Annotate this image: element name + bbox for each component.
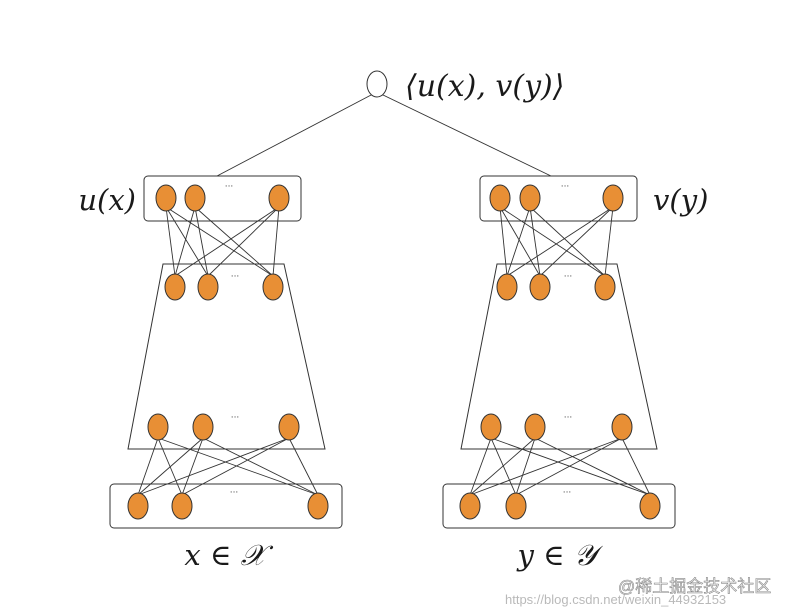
edge-right-bot-0-inp-1 [490, 437, 517, 496]
edge-left-bot-0-inp-2 [157, 437, 319, 496]
edge-right-bot-1-inp-0 [469, 437, 536, 496]
edge-left-emb-2-top-0 [174, 206, 280, 277]
edge-left-bot-1-inp-0 [137, 437, 204, 496]
left-embedding-node [268, 184, 290, 212]
left-tower [109, 175, 343, 529]
left-input-node [127, 492, 149, 520]
edge-left-emb-2-top-1 [207, 206, 280, 277]
edge-right-bot-1-inp-2 [534, 437, 651, 496]
watermark-site: @稀土掘金技术社区 [618, 577, 771, 596]
edge-output-to-right-embedding [380, 93, 552, 177]
left-bottom-hidden-node [278, 413, 300, 441]
ellipsis-right-input: ··· [563, 488, 572, 498]
watermark-url: https://blog.csdn.net/weixin_44932153 [505, 592, 726, 607]
edge-left-bot-2-inp-0 [137, 437, 290, 496]
left-input-label: x ∈ 𝒳 [184, 538, 273, 572]
right-embedding-label: v(y) [653, 183, 708, 217]
right-top-hidden-node [529, 273, 551, 301]
right-top-hidden-node [594, 273, 616, 301]
edge-right-bot-0-inp-2 [490, 437, 651, 496]
edge-left-bot-1-inp-1 [181, 437, 204, 496]
left-top-hidden-node [262, 273, 284, 301]
edge-right-emb-1-top-1 [529, 206, 541, 277]
edge-right-bot-2-inp-1 [515, 437, 623, 496]
right-embedding-node [519, 184, 541, 212]
right-bottom-hidden-node [480, 413, 502, 441]
edge-left-emb-0-top-2 [165, 206, 274, 277]
right-input-box [442, 483, 676, 529]
ellipsis-left-bottom-hidden: ··· [231, 413, 240, 423]
edge-right-emb-0-top-2 [499, 206, 606, 277]
left-input-node [171, 492, 193, 520]
ellipsis-left-top-hidden: ··· [231, 272, 240, 282]
left-input-node [307, 492, 329, 520]
edge-left-emb-1-top-0 [174, 206, 196, 277]
ellipsis-right-bottom-hidden: ··· [564, 413, 573, 423]
right-input-node [459, 492, 481, 520]
right-bottom-hidden-node [611, 413, 633, 441]
right-tower-trapezoid [460, 263, 658, 450]
edge-right-emb-2-top-2 [604, 206, 614, 277]
edge-output-to-left-embedding [216, 93, 374, 177]
edge-left-bot-0-inp-0 [137, 437, 159, 496]
left-embedding-node [184, 184, 206, 212]
right-top-hidden-node [496, 273, 518, 301]
edge-right-emb-2-top-1 [539, 206, 614, 277]
edge-left-emb-1-top-2 [194, 206, 274, 277]
output-node [366, 70, 388, 98]
ellipsis-left-embedding: ··· [225, 182, 234, 192]
left-input-box [109, 483, 343, 529]
left-embedding-box [143, 175, 302, 222]
right-embedding-node [602, 184, 624, 212]
ellipsis-right-embedding: ··· [561, 182, 570, 192]
ellipsis-markers: ··· ··· ··· ··· ··· ··· ··· ··· [225, 182, 573, 498]
right-embedding-box [479, 175, 638, 222]
edge-right-bot-2-inp-0 [469, 437, 623, 496]
right-bottom-hidden-node [524, 413, 546, 441]
left-top-hidden-node [164, 273, 186, 301]
ellipsis-right-top-hidden: ··· [564, 272, 573, 282]
right-tower [442, 175, 676, 529]
left-bottom-hidden-node [147, 413, 169, 441]
edge-right-bot-0-inp-0 [469, 437, 492, 496]
ellipsis-left-input: ··· [230, 488, 239, 498]
left-embedding-node [155, 184, 177, 212]
left-embedding-label: u(x) [78, 183, 136, 217]
edge-right-emb-2-top-0 [506, 206, 614, 277]
right-input-node [639, 492, 661, 520]
right-input-label: y ∈ 𝒴 [515, 538, 603, 572]
edge-right-emb-1-top-2 [529, 206, 606, 277]
edge-right-emb-1-top-0 [506, 206, 531, 277]
left-bottom-hidden-node [192, 413, 214, 441]
edge-right-bot-2-inp-2 [621, 437, 651, 496]
edge-left-emb-0-top-0 [165, 206, 176, 277]
right-input-node [505, 492, 527, 520]
edge-left-bot-2-inp-2 [288, 437, 319, 496]
edge-left-bot-1-inp-2 [202, 437, 319, 496]
left-tower-trapezoid [127, 263, 326, 450]
output-label: ⟨u(x), v(y)⟩ [405, 69, 564, 104]
edge-left-bot-2-inp-1 [181, 437, 290, 496]
edge-right-bot-1-inp-1 [515, 437, 536, 496]
left-top-hidden-node [197, 273, 219, 301]
nodes-layer [127, 70, 661, 520]
edge-left-emb-2-top-2 [272, 206, 280, 277]
right-embedding-node [489, 184, 511, 212]
